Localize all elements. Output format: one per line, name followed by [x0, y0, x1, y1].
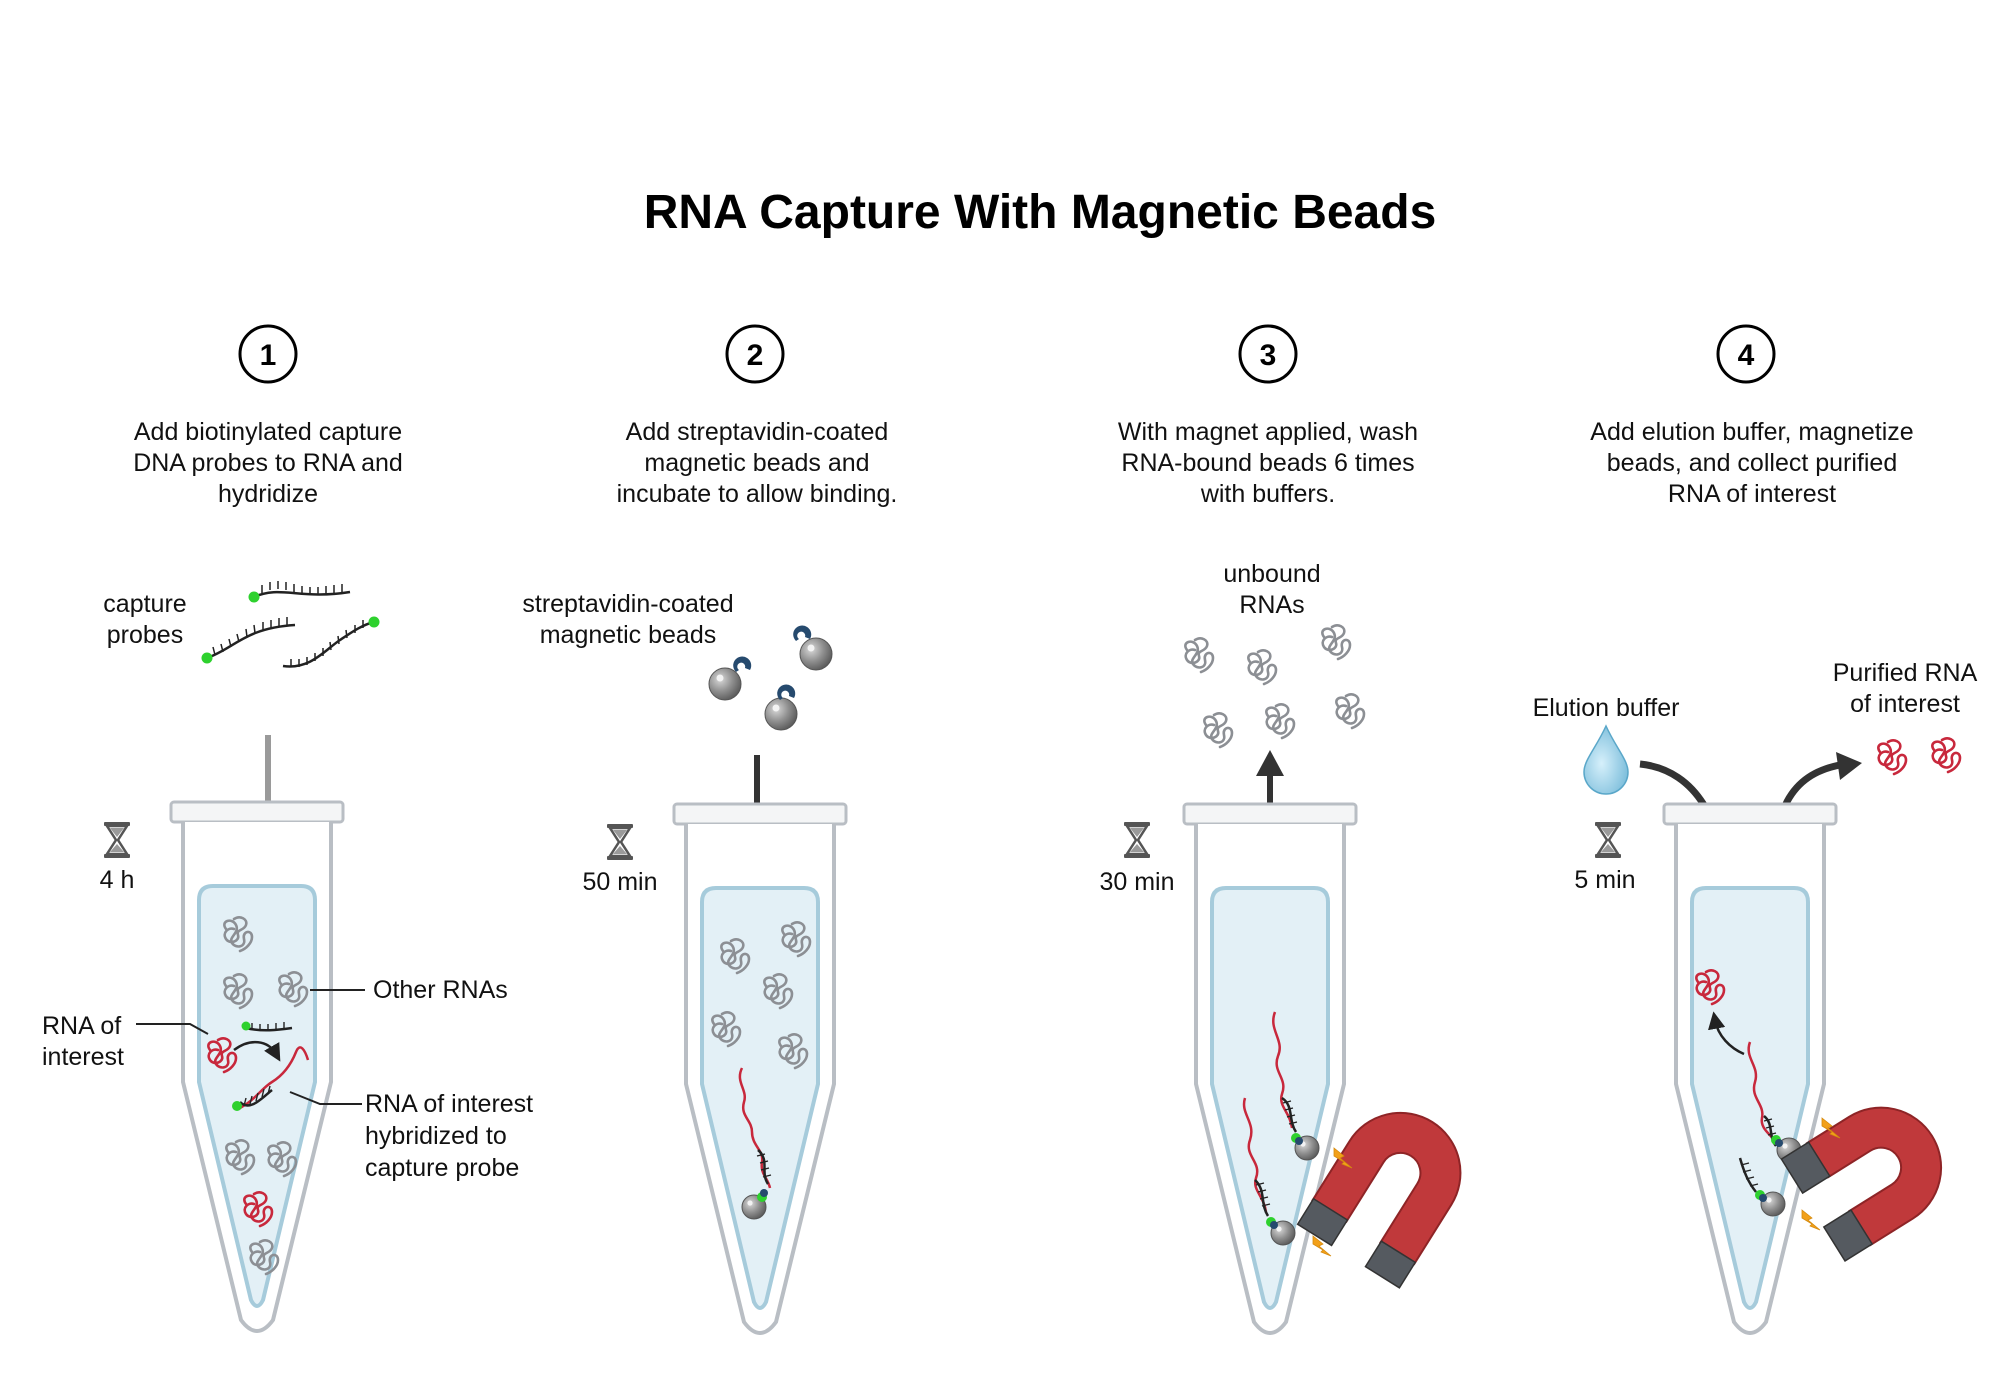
- step-1-number: 1: [238, 324, 298, 384]
- svg-text:RNA of interest: RNA of interest: [365, 1090, 533, 1118]
- diagram-title: RNA Capture With Magnetic Beads: [644, 186, 1437, 239]
- svg-text:DNA probes to RNA and: DNA probes to RNA and: [133, 449, 403, 477]
- svg-text:Add biotinylated capture: Add biotinylated capture: [134, 418, 402, 446]
- svg-text:4: 4: [1738, 339, 1755, 372]
- purified-rna: [1877, 739, 1908, 776]
- svg-text:RNA of: RNA of: [42, 1012, 121, 1040]
- step-2-duration: 50 min: [582, 868, 657, 896]
- step-4-number: 4: [1716, 324, 1776, 384]
- svg-text:With magnet applied, wash: With magnet applied, wash: [1118, 418, 1418, 446]
- step-3-number: 3: [1238, 324, 1298, 384]
- step-3-description: With magnet applied, wash RNA-bound bead…: [1118, 418, 1418, 508]
- svg-text:Add elution buffer, magnetize: Add elution buffer, magnetize: [1590, 418, 1913, 446]
- hybridized-duplex: [232, 1046, 310, 1111]
- step-4-description: Add elution buffer, magnetize beads, and…: [1590, 418, 1913, 508]
- magnet-icon: [1296, 1111, 1462, 1289]
- unbound-rna: [1203, 712, 1234, 749]
- purified-rna-label: Purified RNA of interest: [1833, 659, 1978, 718]
- elution-drop-icon: [1583, 724, 1629, 795]
- svg-text:incubate to allow binding.: incubate to allow binding.: [617, 480, 898, 508]
- svg-text:Purified RNA: Purified RNA: [1833, 659, 1978, 687]
- tube-4: [1662, 802, 1838, 1335]
- svg-text:magnetic beads: magnetic beads: [540, 621, 717, 649]
- unbound-rna: [1321, 624, 1352, 661]
- svg-text:streptavidin-coated: streptavidin-coated: [522, 590, 733, 618]
- hourglass-icon: [102, 820, 132, 860]
- bead-bound-rna: [738, 1067, 772, 1220]
- streptavidin-bead-icons: [708, 625, 833, 731]
- svg-text:hybridized to: hybridized to: [365, 1122, 507, 1150]
- step-1-duration: 4 h: [100, 866, 135, 894]
- hybridized-label: RNA of interest hybridized to capture pr…: [365, 1090, 533, 1182]
- hourglass-icon: [605, 822, 635, 862]
- step-1-panel: capture probes 4 h: [42, 581, 533, 1333]
- svg-text:RNA of interest: RNA of interest: [1668, 480, 1836, 508]
- svg-text:capture probe: capture probe: [365, 1154, 519, 1182]
- capture-probes-label: capture probes: [103, 590, 186, 649]
- streptavidin-beads-label: streptavidin-coated magnetic beads: [522, 590, 733, 649]
- svg-text:with buffers.: with buffers.: [1200, 480, 1335, 508]
- bead-bound-rna: [1272, 1011, 1320, 1161]
- unbound-rna: [1247, 649, 1278, 686]
- bead-bound-rna: [1242, 1097, 1296, 1246]
- capture-probe-icons: [201, 581, 380, 668]
- elution-buffer-label: Elution buffer: [1533, 694, 1680, 722]
- svg-text:Add streptavidin-coated: Add streptavidin-coated: [626, 418, 889, 446]
- other-rnas-label: Other RNAs: [373, 976, 508, 1004]
- svg-text:probes: probes: [107, 621, 183, 649]
- step-1-description: Add biotinylated capture DNA probes to R…: [133, 418, 403, 508]
- hourglass-icon: [1122, 820, 1152, 860]
- tube-3: [1182, 802, 1358, 1335]
- step-3-panel: unbound RNAs 30 min: [1099, 560, 1462, 1335]
- svg-text:3: 3: [1260, 339, 1277, 372]
- magnet-icon: [1780, 1106, 1943, 1262]
- unbound-rna: [1265, 703, 1296, 740]
- step-2-description: Add streptavidin-coated magnetic beads a…: [617, 418, 898, 508]
- step-2-panel: streptavidin-coated magnetic beads 50 mi…: [522, 590, 848, 1335]
- bead-with-probe: [1738, 1157, 1786, 1217]
- svg-text:unbound: unbound: [1223, 560, 1320, 588]
- hourglass-icon: [1593, 820, 1623, 860]
- bead-bound-rna: [1747, 1041, 1802, 1163]
- purified-rna: [1931, 737, 1962, 774]
- svg-text:1: 1: [260, 339, 277, 372]
- tube-2: [672, 802, 848, 1335]
- step-4-panel: Elution buffer Purified RNA of interest …: [1533, 659, 1978, 1335]
- unbound-rna: [1335, 693, 1366, 730]
- svg-text:hydridize: hydridize: [218, 480, 318, 508]
- svg-text:capture: capture: [103, 590, 186, 618]
- svg-text:RNAs: RNAs: [1239, 591, 1304, 619]
- step-3-duration: 30 min: [1099, 868, 1174, 896]
- svg-text:interest: interest: [42, 1043, 124, 1071]
- unbound-rnas-label: unbound RNAs: [1223, 560, 1320, 619]
- svg-text:RNA-bound beads 6 times: RNA-bound beads 6 times: [1121, 449, 1414, 477]
- unbound-rna: [1184, 637, 1215, 674]
- step-4-duration: 5 min: [1574, 866, 1635, 894]
- svg-text:2: 2: [747, 339, 764, 372]
- rna-of-interest-label: RNA of interest: [42, 1012, 124, 1071]
- svg-text:beads, and collect purified: beads, and collect purified: [1607, 449, 1897, 477]
- step-2-number: 2: [725, 324, 785, 384]
- svg-text:magnetic beads and: magnetic beads and: [644, 449, 869, 477]
- spark-icon: [1801, 1209, 1821, 1231]
- svg-text:of interest: of interest: [1850, 690, 1960, 718]
